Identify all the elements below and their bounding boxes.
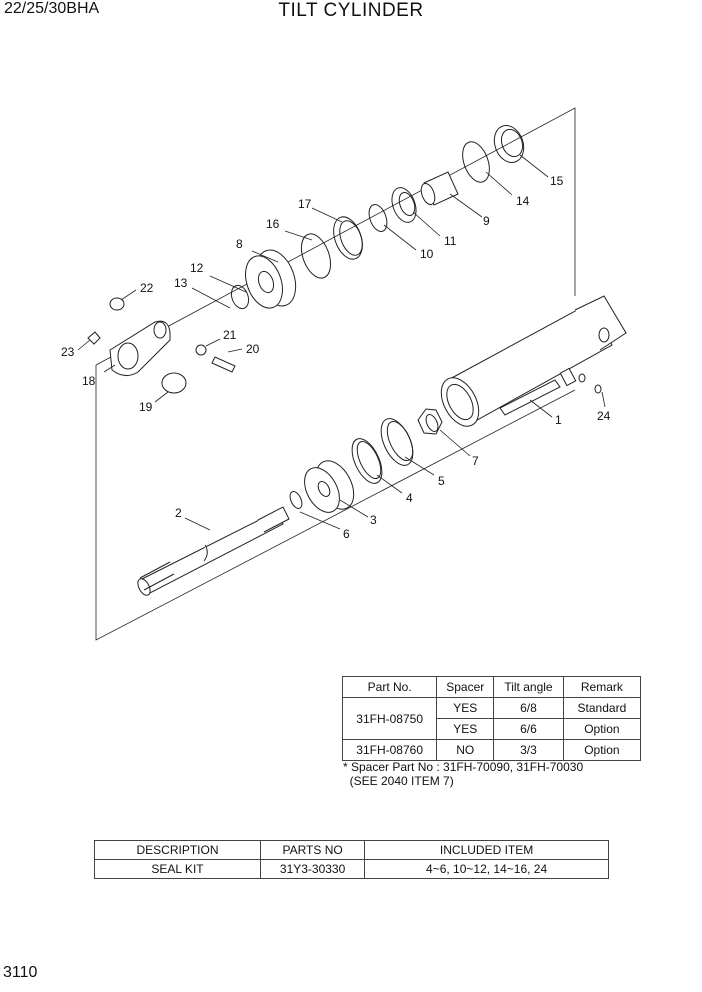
callout-10: 10	[420, 247, 434, 261]
nut-22	[109, 297, 125, 311]
callout-8: 8	[236, 237, 243, 251]
cell-remark: Option	[562, 718, 642, 740]
grease-nipple-23	[87, 331, 101, 345]
callout-24: 24	[597, 409, 611, 423]
callout-6: 6	[343, 527, 350, 541]
spacer-notes: * Spacer Part No : 31FH-70090, 31FH-7003…	[343, 760, 583, 788]
ring-15	[493, 125, 525, 163]
wear-ring-4	[351, 438, 383, 484]
washer-21	[195, 344, 207, 356]
cell-description: SEAL KIT	[94, 859, 261, 879]
cell-spacer: NO	[436, 739, 495, 761]
page-number: 3110	[3, 964, 38, 981]
o-ring-14	[462, 141, 490, 183]
callout-17: 17	[298, 197, 312, 211]
model-label: 22/25/30BHA	[4, 0, 100, 17]
seal-10	[368, 204, 388, 232]
cell-part-no: 31FH-08750	[341, 697, 438, 740]
boundary-lower	[95, 365, 576, 641]
callout-20: 20	[246, 342, 260, 356]
cell-tilt-angle: 6/8	[493, 697, 564, 719]
seal-kit-table: DESCRIPTION PARTS NO INCLUDED ITEM SEAL …	[94, 840, 609, 879]
col-header-parts-no: PARTS NO	[259, 840, 366, 860]
o-ring-6	[289, 491, 303, 509]
cylinder-tube	[440, 295, 627, 427]
callout-22: 22	[140, 281, 154, 295]
callout-16: 16	[266, 217, 280, 231]
cell-tilt-angle: 3/3	[493, 739, 564, 761]
callout-7: 7	[472, 454, 479, 468]
callout-11: 11	[444, 234, 457, 248]
cell-tilt-angle: 6/6	[493, 718, 564, 740]
callout-13: 13	[174, 276, 188, 290]
callout-21: 21	[223, 328, 237, 342]
table-row: 31FH-08760 NO 3/3 Option	[341, 739, 642, 761]
callout-14: 14	[516, 194, 530, 208]
o-ring-24b	[594, 384, 602, 394]
wiper-11	[391, 187, 417, 223]
col-header-included-item: INCLUDED ITEM	[364, 840, 609, 860]
col-header-remark: Remark	[562, 676, 642, 698]
callout-19: 19	[139, 400, 153, 414]
rod-eye	[109, 320, 171, 376]
callout-1: 1	[555, 413, 562, 427]
nut	[417, 408, 443, 435]
piston-rod	[137, 506, 290, 596]
table-row: 31FH-08750 YES 6/8 Standard	[341, 697, 642, 740]
col-header-part-no: Part No.	[341, 676, 438, 698]
bushing	[420, 171, 459, 206]
callout-2: 2	[175, 506, 182, 520]
cell-part-no: 31FH-08760	[341, 739, 438, 761]
spacer-note-line: (SEE 2040 ITEM 7)	[343, 774, 454, 788]
col-header-tilt-angle: Tilt angle	[493, 676, 564, 698]
table-row: SEAL KIT 31Y3-30330 4~6, 10~12, 14~16, 2…	[94, 859, 609, 879]
col-header-description: DESCRIPTION	[94, 840, 261, 860]
callout-3: 3	[370, 513, 377, 527]
spacer-note-line: * Spacer Part No : 31FH-70090, 31FH-7003…	[343, 760, 584, 774]
callout-4: 4	[406, 491, 413, 505]
col-header-spacer: Spacer	[436, 676, 495, 698]
snap-ring-12	[230, 284, 250, 310]
leader-lines	[77, 154, 606, 531]
cell-remark: Option	[562, 739, 642, 761]
callout-23: 23	[61, 345, 75, 359]
cell-included-item: 4~6, 10~12, 14~16, 24	[364, 859, 609, 879]
bolt-20	[211, 356, 236, 373]
spacer-spec-table: Part No. Spacer Tilt angle Remark 31FH-0…	[341, 676, 642, 761]
page-title: TILT CYLINDER	[278, 0, 424, 21]
callout-18: 18	[82, 374, 96, 388]
piston	[304, 460, 355, 513]
callout-5: 5	[438, 474, 445, 488]
rod-cover	[245, 249, 297, 309]
cell-parts-no: 31Y3-30330	[259, 859, 366, 879]
cell-remark: Standard	[562, 697, 642, 719]
callout-9: 9	[483, 214, 490, 228]
o-ring-16	[300, 233, 332, 279]
callout-15: 15	[550, 174, 564, 188]
callout-labels: 1 2 3 4 5 6 7 8 9 10 11 12 13 14 15 16 1…	[61, 174, 611, 541]
cell-spacer: YES	[436, 718, 495, 740]
cell-spacer: YES	[436, 697, 495, 719]
eye-bushing	[161, 372, 187, 394]
o-ring-24a	[578, 373, 586, 383]
callout-12: 12	[190, 261, 204, 275]
